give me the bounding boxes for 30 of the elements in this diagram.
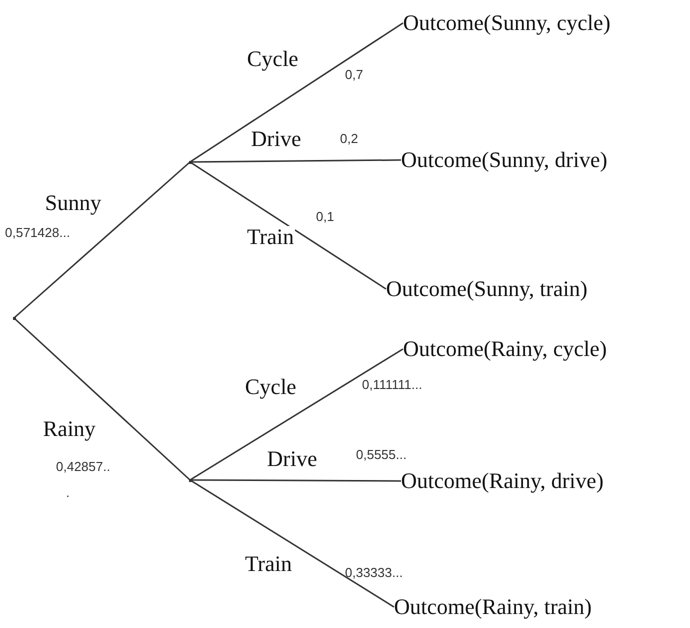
branch-line	[190, 159, 401, 163]
outcome-label: Outcome(Sunny, cycle)	[403, 8, 611, 38]
edge-label: Cycle	[244, 376, 298, 398]
branch-point	[12, 316, 16, 320]
branch-line	[190, 22, 404, 163]
branch-line	[14, 317, 190, 481]
probability-label: 0,1	[316, 210, 334, 223]
probability-label: 0,571428...	[5, 226, 70, 239]
edge-label: Sunny	[44, 192, 102, 214]
probability-label: .	[66, 486, 70, 499]
probability-label: 0,2	[340, 132, 358, 145]
branch-line	[190, 479, 394, 608]
outcome-label: Outcome(Rainy, cycle)	[403, 334, 607, 364]
probability-label: 0,42857..	[56, 460, 110, 473]
branch-point	[188, 478, 192, 482]
outcome-label: Outcome(Rainy, train)	[394, 592, 592, 622]
probability-label: 0,33333...	[345, 566, 403, 579]
outcome-label: Outcome(Sunny, drive)	[401, 145, 608, 175]
probability-label: 0,7	[345, 68, 364, 81]
branch-line	[190, 479, 401, 482]
branch-line	[190, 161, 386, 290]
edge-label: Cycle	[246, 48, 300, 70]
edge-label: Rainy	[42, 418, 97, 440]
branch-point	[188, 160, 192, 164]
outcome-label: Outcome(Sunny, train)	[386, 274, 588, 304]
probability-label: 0,5555...	[356, 448, 407, 461]
branch-line	[190, 348, 404, 481]
probability-label: 0,111111...	[362, 378, 422, 391]
branch-line	[14, 161, 190, 319]
outcome-label: Outcome(Rainy, drive)	[401, 466, 604, 496]
